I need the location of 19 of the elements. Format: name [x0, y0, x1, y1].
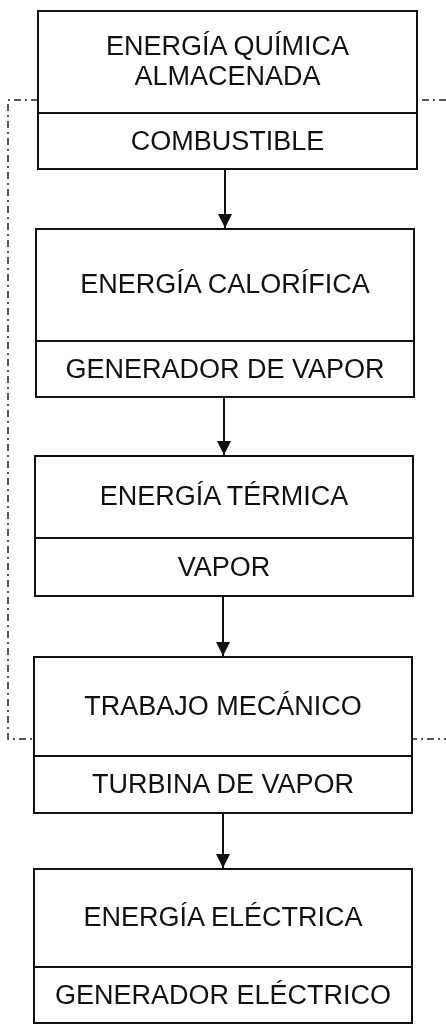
component-label: GENERADOR ELÉCTRICO — [54, 979, 392, 1011]
energy-label: TRABAJO MECÁNICO — [84, 691, 362, 722]
component-label: TURBINA DE VAPOR — [91, 769, 355, 800]
energy-label: ENERGÍA QUÍMICA ALMACENADA — [104, 32, 350, 92]
component-label: COMBUSTIBLE — [130, 125, 325, 157]
arrow — [216, 813, 230, 869]
arrow — [216, 596, 230, 657]
energy-label: ENERGÍA TÉRMICA — [99, 482, 349, 512]
process-box — [33, 656, 413, 814]
process-box — [34, 455, 414, 597]
component-label: VAPOR — [177, 551, 271, 583]
process-box — [33, 868, 413, 1024]
component-label: GENERADOR DE VAPOR — [65, 353, 385, 385]
process-box — [35, 228, 415, 398]
process-box — [37, 10, 418, 170]
energy-label: ENERGÍA CALORÍFICA — [80, 270, 370, 300]
energy-label: ENERGÍA ELÉCTRICA — [83, 903, 363, 933]
arrow — [218, 169, 232, 229]
arrow — [217, 397, 231, 456]
